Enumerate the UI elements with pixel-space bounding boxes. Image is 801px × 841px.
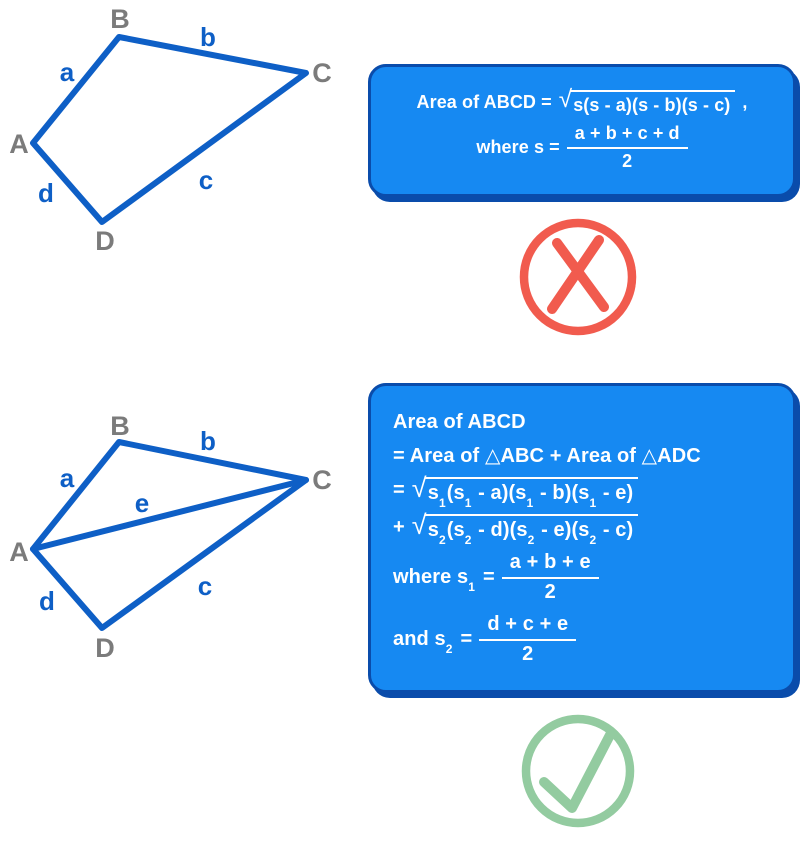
correct-formula-line2: = Area of △ABC + Area of △ADC	[393, 443, 701, 468]
side-label-c: c	[199, 165, 213, 195]
subscript: 1	[526, 495, 534, 510]
subscript: 1	[464, 495, 472, 510]
incorrect-formula-card: Area of ABCD = √ s(s - a)(s - b)(s - c) …	[368, 64, 796, 197]
token: - e)	[597, 481, 634, 504]
square-root-expression: √ s1(s1 - a)(s1 - b)(s1 - e)	[411, 472, 639, 509]
vertex-label-a: A	[9, 129, 29, 159]
subscript: 1	[589, 495, 597, 510]
fraction-denominator: 2	[544, 580, 556, 603]
vertex-label-b: B	[110, 411, 130, 441]
quadrilateral-abcd-figure: A B C D a b c d	[9, 4, 332, 256]
side-label-d: d	[38, 178, 54, 208]
formula-text: where s1	[393, 565, 476, 593]
subscript: 2	[445, 641, 453, 656]
fraction: a + b + c + d 2	[566, 123, 688, 172]
side-label-b: b	[200, 22, 216, 52]
check-icon	[521, 714, 635, 828]
fraction-numerator: a + b + e	[501, 551, 599, 579]
token: - b)(s	[534, 481, 590, 504]
subscript: 2	[438, 532, 446, 547]
plus-sign: +	[393, 516, 405, 538]
quadrilateral-abcd-with-diagonal-figure: A B C D a b e c d	[9, 411, 332, 663]
correct-formula-line6: and s2 = d + c + e 2	[393, 613, 577, 666]
subscript: 2	[589, 532, 597, 547]
equals-sign: =	[482, 565, 495, 588]
radicand-text: s2(s2 - d)(s2 - e)(s2 - c)	[424, 513, 639, 546]
subscript: 1	[438, 495, 446, 510]
sqrt-icon: √	[411, 509, 427, 540]
fraction-denominator: 2	[622, 150, 633, 171]
formula-text: = Area of △ABC + Area of △ADC	[393, 444, 701, 467]
check-circle	[521, 714, 635, 828]
sqrt-icon: √	[558, 85, 573, 113]
cross-stroke-2	[547, 235, 604, 314]
correct-formula-card: Area of ABCD = Area of △ABC + Area of △A…	[368, 383, 796, 693]
token: s	[427, 481, 439, 504]
correct-formula-line1: Area of ABCD	[393, 411, 526, 434]
diagonal-label-e: e	[135, 488, 149, 518]
formula-text: Area of ABCD	[393, 410, 526, 433]
square-root-expression: √ s(s - a)(s - b)(s - c)	[558, 85, 736, 116]
token: - d)(s	[472, 518, 528, 541]
subscript: 2	[527, 532, 535, 547]
correct-formula-line4: + √ s2(s2 - d)(s2 - e)(s2 - c)	[393, 509, 639, 546]
token: - c)	[597, 518, 634, 541]
token: s	[427, 518, 439, 541]
token: and s	[393, 627, 446, 650]
vertex-label-c: C	[312, 465, 332, 495]
side-label-d: d	[39, 586, 55, 616]
fraction-numerator: d + c + e	[479, 613, 577, 641]
radicand-text: s1(s1 - a)(s1 - b)(s1 - e)	[424, 476, 639, 509]
side-label-a: a	[60, 57, 75, 87]
incorrect-formula-line2: where s = a + b + c + d 2	[476, 123, 688, 172]
incorrect-formula-line1: Area of ABCD = √ s(s - a)(s - b)(s - c) …	[416, 85, 748, 116]
fraction: d + c + e 2	[479, 613, 577, 666]
vertex-label-d: D	[95, 633, 115, 663]
check-mark	[539, 730, 615, 813]
cross-circle	[519, 218, 637, 336]
comma-text: ,	[742, 92, 748, 112]
vertex-label-a: A	[9, 537, 29, 567]
fraction-denominator: 2	[522, 642, 534, 665]
token: - a)(s	[472, 481, 527, 504]
subscript: 1	[468, 579, 475, 594]
formula-text: where s =	[476, 136, 560, 157]
token: (s	[446, 481, 465, 504]
square-root-expression: √ s2(s2 - d)(s2 - e)(s2 - c)	[411, 509, 639, 546]
fraction: a + b + e 2	[501, 551, 599, 604]
token: (s	[446, 518, 465, 541]
vertex-label-b: B	[110, 4, 130, 34]
formula-text: and s2	[393, 627, 454, 655]
sqrt-icon: √	[411, 472, 427, 503]
correct-formula-line3: = √ s1(s1 - a)(s1 - b)(s1 - e)	[393, 472, 639, 509]
correct-formula-line5: where s1 = a + b + e 2	[393, 551, 599, 604]
radicand-text: s(s - a)(s - b)(s - c)	[570, 89, 736, 116]
subscript: 2	[464, 532, 472, 547]
cross-icon	[519, 218, 637, 336]
token: - e)(s	[535, 518, 590, 541]
side-label-b: b	[200, 426, 216, 456]
quadrilateral-outline	[30, 34, 309, 225]
token: where s	[393, 565, 469, 588]
fraction-numerator: a + b + c + d	[566, 123, 688, 149]
side-label-c: c	[198, 571, 212, 601]
equals-sign: =	[460, 627, 473, 650]
formula-text: Area of ABCD =	[416, 92, 552, 112]
side-label-a: a	[60, 463, 75, 493]
diagonal-ac-line	[30, 477, 309, 552]
vertex-label-c: C	[312, 58, 332, 88]
equals-sign: =	[393, 479, 405, 501]
vertex-label-d: D	[95, 226, 115, 256]
